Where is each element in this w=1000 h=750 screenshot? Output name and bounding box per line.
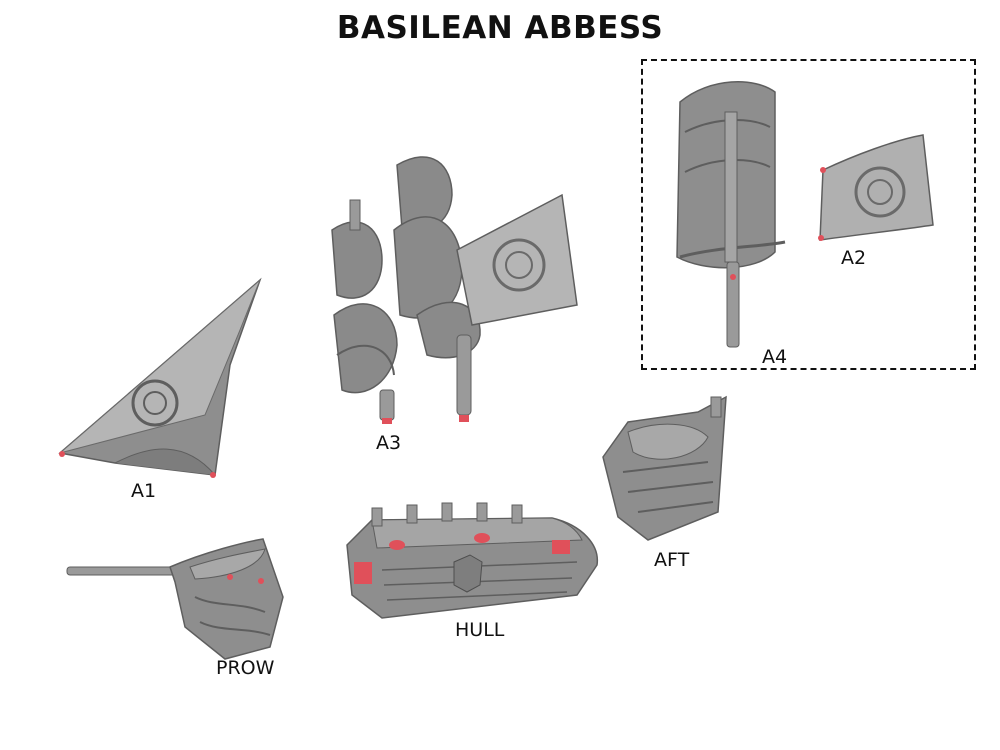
part-aft [602, 395, 727, 541]
label-hull: HULL [455, 619, 505, 641]
part-prow [66, 538, 284, 660]
label-a4: A4 [762, 346, 788, 368]
part-hull [346, 502, 598, 619]
part-a2-banner [818, 134, 934, 241]
a4-a2-group-box [641, 59, 976, 370]
label-a3: A3 [376, 432, 402, 454]
page-title: BASILEAN ABBESS [336, 10, 664, 46]
part-a4-mast [676, 81, 786, 348]
label-prow: PROW [216, 657, 275, 679]
label-aft: AFT [654, 549, 690, 571]
part-a3-mast [331, 156, 578, 424]
label-a2: A2 [841, 247, 867, 269]
label-a1: A1 [131, 480, 157, 502]
part-a1-sail [58, 277, 262, 478]
